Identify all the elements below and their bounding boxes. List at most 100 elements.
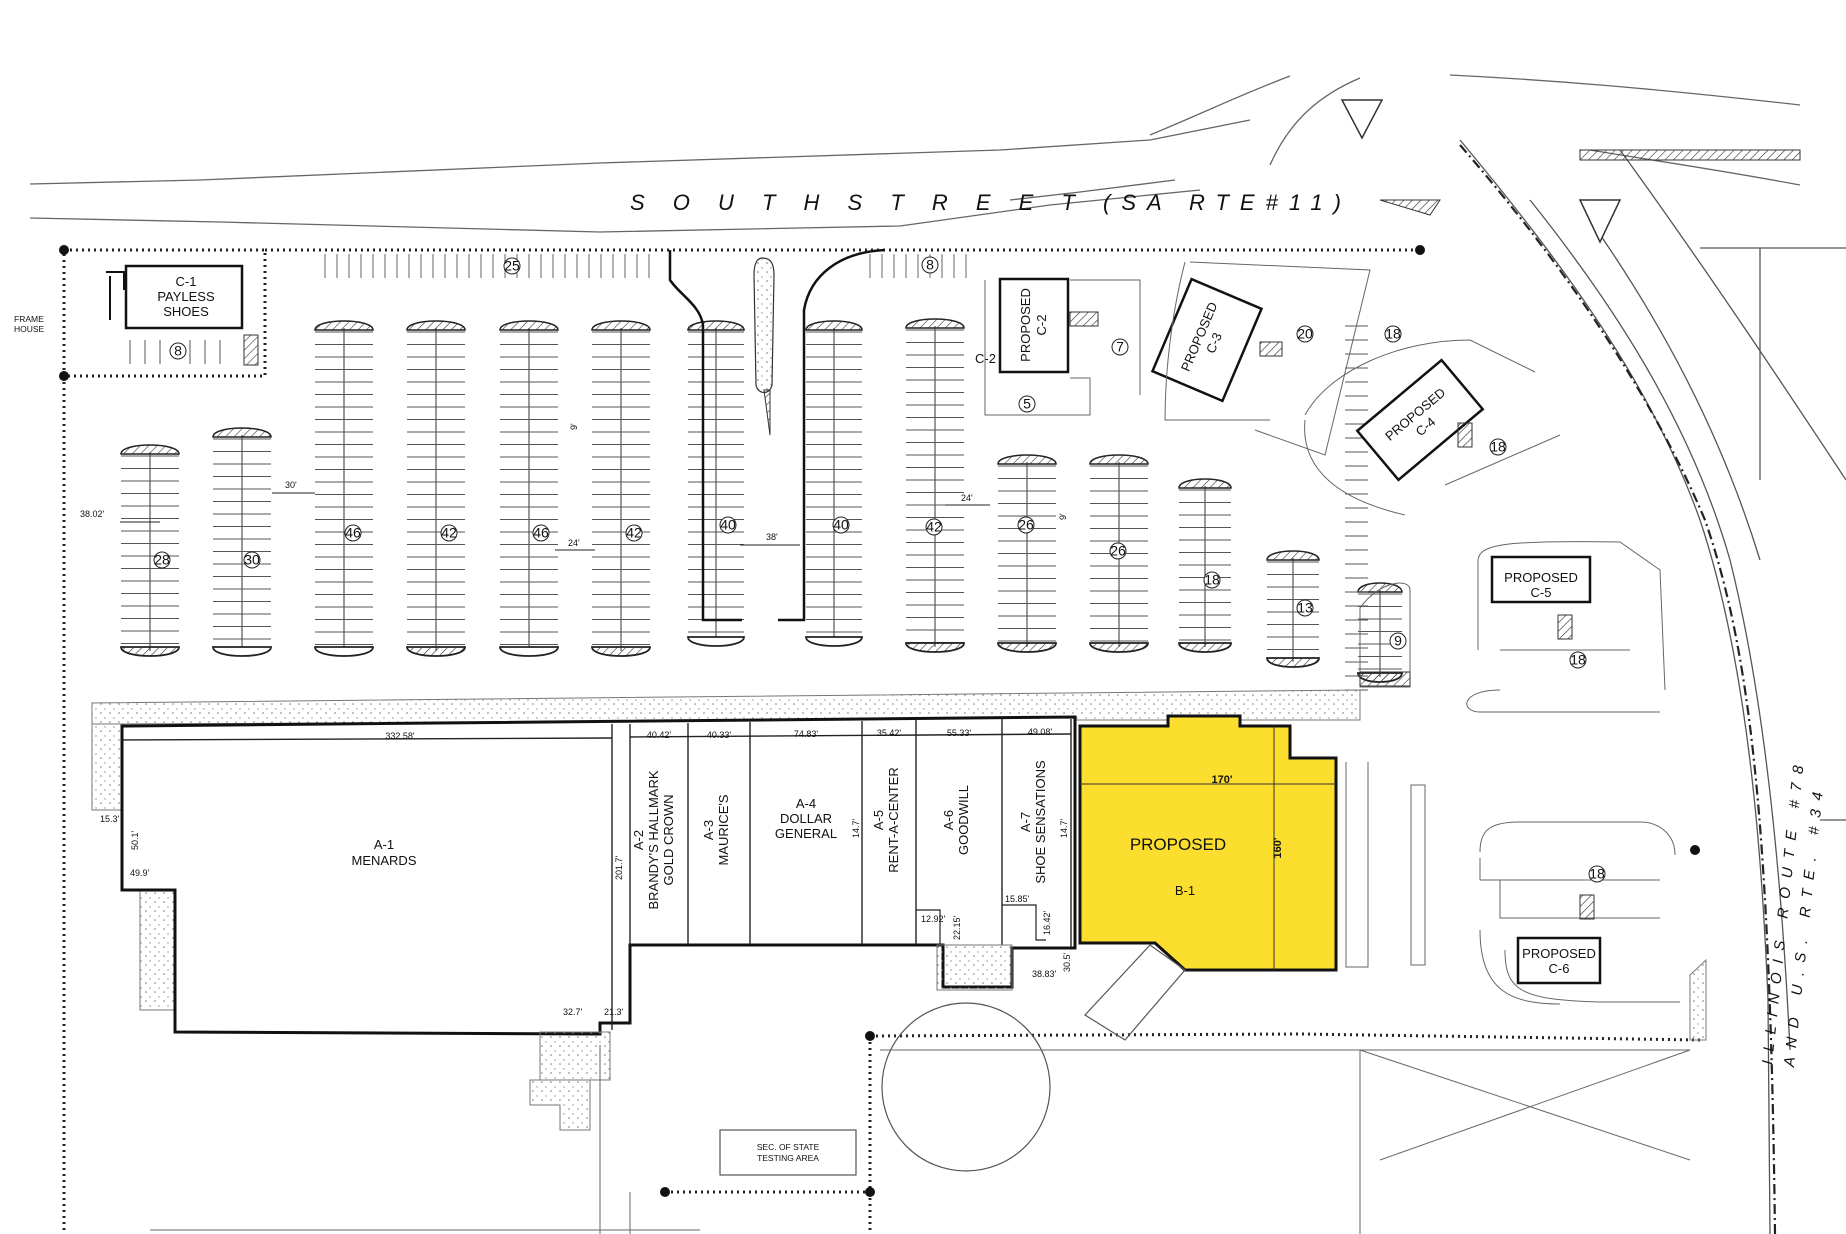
c6-lot-outline — [1479, 821, 1680, 1005]
parking-row — [687, 320, 745, 647]
parking-row — [314, 320, 374, 657]
a5-width: 35.42' — [877, 728, 902, 738]
dim-12-92: 12.92' — [921, 914, 946, 924]
rear-service-pad — [936, 944, 1013, 991]
parking-row — [120, 444, 180, 657]
parking-count: 30 — [243, 551, 261, 569]
traffic-islands — [1340, 99, 1622, 244]
a4-width: 74.83' — [794, 729, 819, 739]
parking-count: 8 — [921, 256, 939, 274]
parking-count: 13 — [1296, 599, 1314, 617]
outlot-c5-building — [1490, 555, 1592, 604]
parking-count-label: 18 — [1490, 439, 1506, 455]
tenant-dividers — [121, 719, 1072, 1030]
parking-count-label: 8 — [174, 343, 182, 359]
outlot-c2-label-1: PROPOSED — [1018, 288, 1033, 362]
dim-21-3: 21.3' — [604, 1007, 624, 1017]
dim-9a: 9' — [569, 423, 579, 430]
parking-count-label: 18 — [1385, 326, 1401, 342]
a1-width: 332.58' — [385, 731, 415, 741]
dim-49-9: 49.9' — [130, 868, 150, 878]
dim-201-7: 201.7' — [614, 855, 624, 880]
b1-ramp — [1084, 944, 1186, 1041]
a5-id: A-5 — [871, 810, 886, 830]
parking-count-label: 18 — [1204, 572, 1220, 588]
dim-30: 30' — [285, 480, 297, 490]
south-street-label: S O U T H S T R E E T (SA RTE#11) — [630, 190, 1352, 215]
c4-hatch — [1457, 422, 1473, 448]
parking-count: 18 — [1588, 865, 1606, 883]
parking-dim-lines — [120, 492, 990, 551]
sec-of-state-area — [719, 1129, 857, 1176]
c3-lot-outline — [1164, 261, 1371, 456]
a6-name: GOODWILL — [956, 785, 971, 855]
parking-count-label: 40 — [720, 517, 736, 533]
top-parking-stalls — [324, 254, 1368, 691]
outlot-c1-label-2: PAYLESS — [157, 289, 215, 304]
parking-count-label: 18 — [1570, 652, 1586, 668]
dim-24a: 24' — [568, 538, 580, 548]
c6-hatch — [1579, 894, 1595, 920]
outlot-c2-building — [998, 277, 1070, 374]
a7-id: A-7 — [1018, 812, 1033, 832]
parking-count: 25 — [503, 257, 521, 275]
dim-15-85: 15.85' — [1005, 894, 1030, 904]
parking-count-label: 13 — [1297, 600, 1313, 616]
parking-count-label: 8 — [926, 257, 934, 273]
outlot-c1-notch — [106, 271, 125, 320]
parking-row — [905, 318, 965, 653]
parking-count-label: 46 — [345, 525, 361, 541]
dim-16-42: 16.42' — [1042, 910, 1052, 935]
a2-name1: BRANDY'S HALLMARK — [646, 770, 661, 909]
b1-label-2: B-1 — [1175, 883, 1195, 898]
outlot-c5-label-2: C-5 — [1531, 585, 1552, 600]
a3-width: 40.33' — [707, 730, 732, 740]
dim-9b: 9' — [1058, 513, 1068, 520]
median-island-2 — [763, 389, 771, 436]
parking-count: 8 — [169, 342, 187, 360]
dim-50-1: 50.1' — [130, 830, 140, 850]
parking-count: 18 — [1569, 651, 1587, 669]
a1-name: MENARDS — [351, 853, 416, 868]
parking-count-label: 9 — [1394, 633, 1402, 649]
a4-name1: DOLLAR — [780, 811, 832, 826]
retention-pond — [881, 1002, 1051, 1172]
parking-count: 18 — [1203, 571, 1221, 589]
parking-count-label: 26 — [1110, 543, 1126, 559]
rear-pad-2 — [529, 1031, 611, 1131]
a4-id: A-4 — [796, 796, 816, 811]
property-corners — [59, 245, 1700, 1197]
parking-count: 46 — [532, 524, 550, 542]
c5-lot-outline — [1466, 541, 1666, 713]
c4-lot-outline — [1304, 339, 1561, 516]
parking-count: 18 — [1489, 438, 1507, 456]
parking-count: 9 — [1389, 632, 1407, 650]
east-strip — [1689, 958, 1707, 1041]
parking-row — [591, 320, 651, 657]
rear-lot-lines — [150, 1045, 1691, 1234]
frame-house-label-2: HOUSE — [14, 324, 45, 334]
dim-38-02: 38.02' — [80, 509, 105, 519]
b1-depth: 160' — [1272, 837, 1284, 858]
outlot-c4-building — [1355, 358, 1485, 482]
b1-width: 170' — [1212, 774, 1233, 786]
parking-count-label: 25 — [504, 258, 520, 274]
dim-32-7: 32.7' — [563, 1007, 583, 1017]
parking-count-label: 42 — [626, 525, 642, 541]
entry-drive — [668, 248, 886, 622]
right-hatch-1 — [1359, 671, 1411, 687]
outlot-c6-label-2: C-6 — [1549, 961, 1570, 976]
row-line — [1459, 144, 1777, 1234]
a3-id: A-3 — [701, 820, 716, 840]
parking-count-label: 28 — [154, 552, 170, 568]
parking-row — [212, 427, 272, 657]
outlot-c5-label-1: PROPOSED — [1504, 570, 1578, 585]
parking-row — [805, 320, 863, 647]
a2-name2: GOLD CROWN — [661, 795, 676, 886]
parking-count-label: 20 — [1297, 326, 1313, 342]
dim-14-7a: 14.7' — [851, 818, 861, 838]
parking-count-label: 5 — [1023, 396, 1031, 412]
parking-count: 40 — [832, 516, 850, 534]
c3-hatch — [1259, 341, 1283, 357]
outlot-c6-label-1: PROPOSED — [1522, 946, 1596, 961]
